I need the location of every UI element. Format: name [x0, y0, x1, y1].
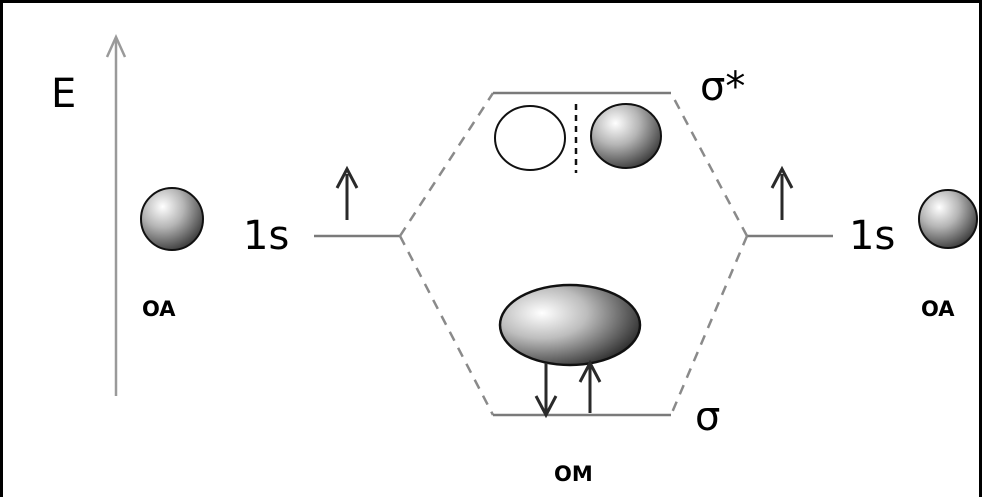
correlation-lines — [398, 92, 749, 416]
right-atomic-orbital-sphere — [918, 189, 978, 249]
bonding-electron-spin-down-icon — [534, 363, 558, 419]
left-level-label: 1s — [243, 213, 289, 259]
antibonding-filled-lobe — [590, 103, 662, 169]
antibonding-orbital-shape — [494, 103, 662, 173]
right-to-bonding-line — [669, 235, 749, 416]
bonding-label: σ — [695, 394, 720, 440]
molecular-caption: OM — [554, 462, 593, 486]
left-to-antibonding-line — [398, 92, 495, 237]
right-atomic-caption: OA — [921, 297, 955, 321]
right-electron-spin-up-icon — [770, 165, 794, 220]
energy-axis — [105, 33, 127, 396]
energy-axis-arrowhead-icon — [105, 33, 127, 58]
bonding-orbital-shape — [498, 283, 642, 367]
left-to-bonding-line — [398, 235, 495, 416]
bonding-electron-spin-up-icon — [578, 359, 602, 413]
right-level-label: 1s — [849, 213, 895, 259]
antibonding-empty-lobe — [494, 105, 566, 171]
left-atomic-orbital-sphere — [140, 187, 204, 251]
left-electron-spin-up-icon — [335, 165, 359, 220]
left-atomic-caption: OA — [142, 297, 176, 321]
right-to-antibonding-line — [669, 92, 749, 237]
mo-diagram: E OA 1s 1s OA σ* σ — [51, 33, 978, 486]
energy-axis-label: E — [51, 71, 76, 117]
antibonding-label: σ* — [700, 64, 745, 110]
